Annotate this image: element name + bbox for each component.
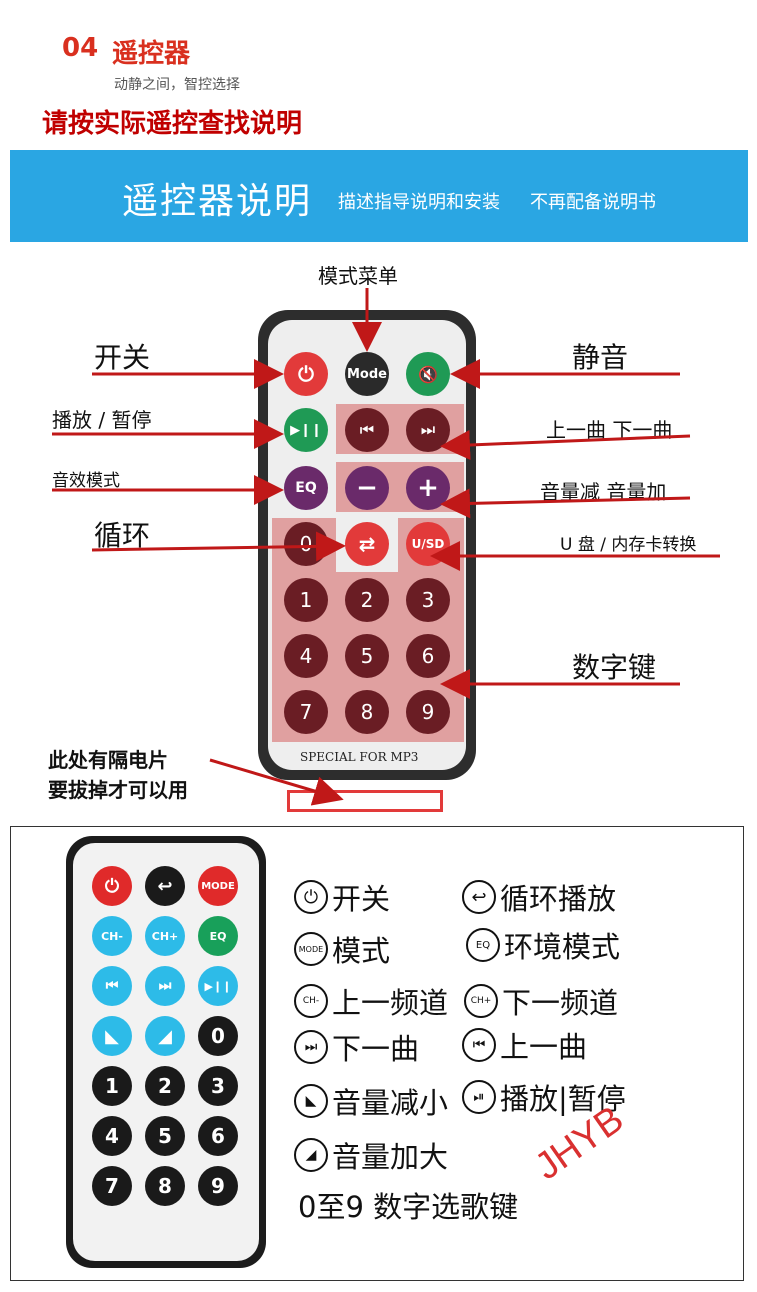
section-subtitle: 动静之间，智控选择 <box>114 77 240 93</box>
digit-5-button-2[interactable]: 5 <box>145 1116 185 1156</box>
play-pause-button[interactable]: ▶❙❙ <box>284 408 328 452</box>
legend-ch-down-label: 上一频道 <box>332 986 449 1020</box>
arrow-prev-next <box>440 430 691 461</box>
digit-1-button[interactable]: 1 <box>284 578 328 622</box>
remote-footer-text: SPECIAL FOR MP3 <box>300 750 419 764</box>
label-digits: 数字键 <box>572 651 657 684</box>
label-power: 开关 <box>94 341 151 374</box>
next-button[interactable]: ⏭ <box>406 408 450 452</box>
mode-button[interactable]: Mode <box>345 352 389 396</box>
eq-button-2[interactable]: EQ <box>198 916 238 956</box>
legend-vol-down: ◣ 音量减小 <box>294 1080 448 1122</box>
digit-7-button[interactable]: 7 <box>284 690 328 734</box>
legend-digits-label: 0至9 数字选歌键 <box>298 1190 519 1224</box>
callout-arrows <box>52 288 720 806</box>
prev-track-icon: ⏮ <box>462 1028 496 1062</box>
digit-9-button-2[interactable]: 9 <box>198 1166 238 1206</box>
legend-vol-down-label: 音量减小 <box>332 1086 449 1120</box>
digit-2-button[interactable]: 2 <box>345 578 389 622</box>
arrow-battery <box>209 758 344 806</box>
next-button-2[interactable]: ⏭ <box>145 966 185 1006</box>
legend-loop-play-label: 循环播放 <box>500 882 617 916</box>
digit-1-button-2[interactable]: 1 <box>92 1066 132 1106</box>
label-eq: 音效模式 <box>52 471 120 491</box>
digit-8-button[interactable]: 8 <box>345 690 389 734</box>
digit-4-button[interactable]: 4 <box>284 634 328 678</box>
digit-6-button-2[interactable]: 6 <box>198 1116 238 1156</box>
vol-down-button-2[interactable]: ◣ <box>92 1016 132 1056</box>
mode-button-2[interactable]: MODE <box>198 866 238 906</box>
label-battery-line-1: 此处有隔电片 <box>48 748 168 772</box>
legend-play-pause-label: 播放|暂停 <box>500 1082 626 1116</box>
digit-2-button-2[interactable]: 2 <box>145 1066 185 1106</box>
banner-title: 遥控器说明 <box>122 181 313 222</box>
section-title: 遥控器 <box>112 39 191 69</box>
label-mode-menu: 模式菜单 <box>318 264 398 288</box>
legend-eq-label: 环境模式 <box>504 930 621 964</box>
banner-subtitle-2: 不再配备说明书 <box>530 192 656 213</box>
digit-8-button-2[interactable]: 8 <box>145 1166 185 1206</box>
label-loop: 循环 <box>94 519 151 552</box>
section-number: 04 <box>62 33 99 63</box>
mode-icon: MODE <box>294 932 328 966</box>
label-play-pause: 播放 / 暂停 <box>52 408 152 432</box>
banner-subtitle: 描述指导说明和安装 <box>338 192 500 213</box>
legend-next-label: 下一曲 <box>332 1032 420 1066</box>
arrow-loop <box>91 531 346 562</box>
digit-0-button-2[interactable]: 0 <box>198 1016 238 1056</box>
legend-ch-up-label: 下一频道 <box>502 986 619 1020</box>
legend-loop-play: ↩ 循环播放 <box>462 876 616 918</box>
eq-icon: EQ <box>466 928 500 962</box>
label-battery-line-2: 要拔掉才可以用 <box>48 778 188 802</box>
digit-4-button-2[interactable]: 4 <box>92 1116 132 1156</box>
digit-5-button[interactable]: 5 <box>345 634 389 678</box>
prev-button-2[interactable]: ⏮ <box>92 966 132 1006</box>
legend-mode: MODE 模式 <box>294 928 390 970</box>
legend-vol-up-label: 音量加大 <box>332 1140 449 1174</box>
mute-button[interactable]: 🔇 <box>406 352 450 396</box>
vol-up-button-2[interactable]: ◢ <box>145 1016 185 1056</box>
legend-vol-up: ◢ 音量加大 <box>294 1134 448 1176</box>
vol-down-button[interactable]: − <box>345 466 389 510</box>
warning-text: 请按实际遥控查找说明 <box>42 109 303 139</box>
legend-digits: 0至9 数字选歌键 <box>298 1184 518 1226</box>
eq-button[interactable]: EQ <box>284 466 328 510</box>
banner <box>10 150 748 242</box>
digit-7-button-2[interactable]: 7 <box>92 1166 132 1206</box>
loop-button[interactable]: ⇄ <box>345 522 389 566</box>
legend-prev-label: 上一曲 <box>500 1030 588 1064</box>
loop-icon: ↩ <box>462 880 496 914</box>
loop-button-2[interactable]: ↩ <box>145 866 185 906</box>
digit-3-button[interactable]: 3 <box>406 578 450 622</box>
legend-power-label: 开关 <box>332 882 391 916</box>
ch-up-button[interactable]: CH+ <box>145 916 185 956</box>
volume-down-icon: ◣ <box>294 1084 328 1118</box>
arrow-volume <box>440 488 691 519</box>
power-button-2[interactable]: ⏻ <box>92 866 132 906</box>
legend-play-pause: ⏯ 播放|暂停 <box>462 1076 626 1118</box>
play-pause-button-2[interactable]: ▶❙❙ <box>198 966 238 1006</box>
ch-down-icon: CH- <box>294 984 328 1018</box>
label-mute: 静音 <box>572 341 629 374</box>
legend-ch-down: CH- 上一频道 <box>294 980 448 1022</box>
prev-button[interactable]: ⏮ <box>345 408 389 452</box>
legend-prev: ⏮ 上一曲 <box>462 1024 587 1066</box>
legend-power: ⏻ 开关 <box>294 876 390 918</box>
legend-mode-label: 模式 <box>332 934 391 968</box>
digit-3-button-2[interactable]: 3 <box>198 1066 238 1106</box>
legend-eq: EQ 环境模式 <box>466 924 620 966</box>
ch-down-button[interactable]: CH- <box>92 916 132 956</box>
power-icon: ⏻ <box>294 880 328 914</box>
play-pause-icon: ⏯ <box>462 1080 496 1114</box>
volume-up-icon: ◢ <box>294 1138 328 1172</box>
ch-up-icon: CH+ <box>464 984 498 1018</box>
next-track-icon: ⏭ <box>294 1030 328 1064</box>
legend-next: ⏭ 下一曲 <box>294 1026 419 1068</box>
label-usd: U 盘 / 内存卡转换 <box>560 535 697 555</box>
legend-ch-up: CH+ 下一频道 <box>464 980 618 1022</box>
power-button[interactable]: ⏻ <box>284 352 328 396</box>
